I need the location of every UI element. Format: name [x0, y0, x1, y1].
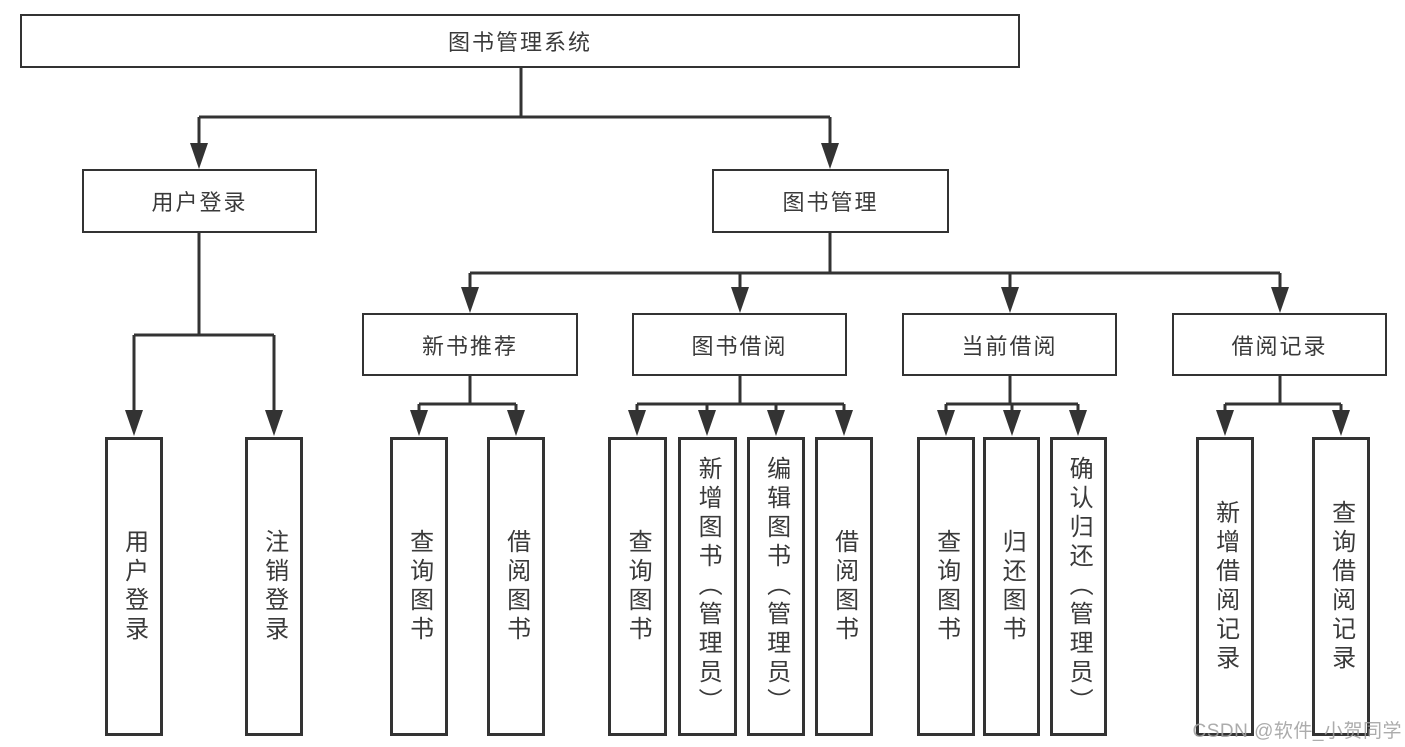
leaf-current-return-books-label: 归还图书: [998, 528, 1026, 645]
leaf-current-query-books: 查询图书: [917, 437, 975, 736]
node-root-label: 图书管理系统: [447, 30, 592, 55]
node-current-borrowing-label: 当前借阅: [961, 333, 1058, 359]
leaf-current-confirm-return-admin-label: 确认归还（管理员）: [1065, 456, 1093, 717]
node-new-book-recommend-label: 新书推荐: [421, 333, 518, 359]
leaf-newrec-query-books: 查询图书: [390, 437, 448, 736]
leaf-borrowing-query-books: 查询图书: [608, 437, 667, 736]
node-book-management-branch: 图书管理: [712, 169, 949, 233]
leaf-borrowing-borrow-books-label: 借阅图书: [830, 528, 858, 645]
node-user-login-label: 用户登录: [151, 190, 248, 215]
leaf-records-query-record: 查询借阅记录: [1312, 437, 1370, 736]
node-borrowing-records-label: 借阅记录: [1231, 333, 1328, 359]
leaf-current-query-books-label: 查询图书: [932, 528, 960, 645]
leaf-borrowing-borrow-books: 借阅图书: [815, 437, 873, 736]
leaf-user-login: 用户登录: [105, 437, 163, 736]
node-borrowing-records: 借阅记录: [1172, 313, 1387, 376]
node-current-borrowing: 当前借阅: [902, 313, 1117, 376]
leaf-records-add-record-label: 新增借阅记录: [1211, 499, 1239, 674]
leaf-newrec-query-books-label: 查询图书: [405, 528, 433, 645]
connector-lines: [132, 67, 1343, 413]
leaf-newrec-borrow-books: 借阅图书: [487, 437, 545, 736]
leaf-borrowing-edit-books-admin: 编辑图书（管理员）: [747, 437, 805, 736]
arrowheads: [125, 143, 1350, 436]
leaf-logout-label: 注销登录: [260, 528, 288, 645]
node-book-borrowing-label: 图书借阅: [691, 333, 788, 359]
node-user-login-branch: 用户登录: [82, 169, 317, 233]
leaf-borrowing-query-books-label: 查询图书: [624, 528, 652, 645]
node-root-system: 图书管理系统: [20, 14, 1020, 68]
leaf-records-add-record: 新增借阅记录: [1196, 437, 1254, 736]
leaf-user-login-label: 用户登录: [120, 528, 148, 645]
leaf-borrowing-add-books-admin-label: 新增图书（管理员）: [694, 456, 722, 717]
leaf-records-query-record-label: 查询借阅记录: [1327, 499, 1355, 674]
node-book-borrowing: 图书借阅: [632, 313, 847, 376]
leaf-borrowing-add-books-admin: 新增图书（管理员）: [678, 437, 737, 736]
leaf-current-confirm-return-admin: 确认归还（管理员）: [1050, 437, 1107, 736]
leaf-borrowing-edit-books-admin-label: 编辑图书（管理员）: [762, 456, 790, 717]
node-new-book-recommend: 新书推荐: [362, 313, 578, 376]
leaf-logout: 注销登录: [245, 437, 303, 736]
leaf-current-return-books: 归还图书: [983, 437, 1040, 736]
leaf-newrec-borrow-books-label: 借阅图书: [502, 528, 530, 645]
node-book-management-label: 图书管理: [782, 190, 879, 215]
